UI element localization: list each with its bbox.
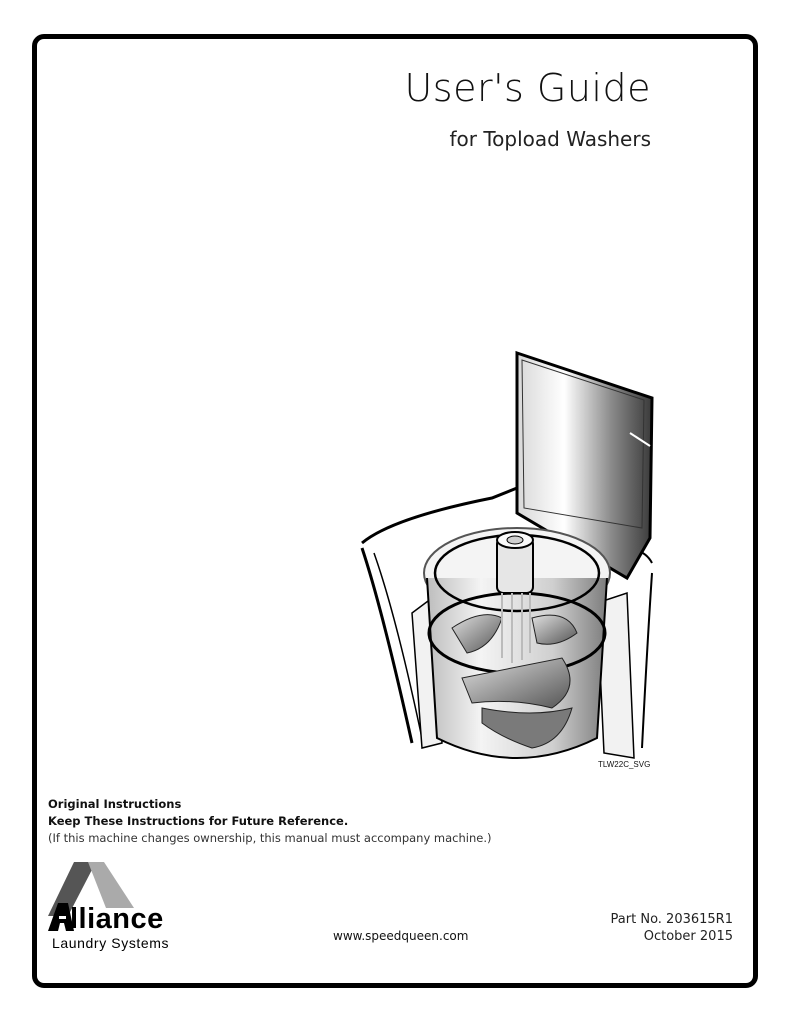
page-subtitle: for Topload Washers [449,127,651,151]
logo-subtitle: Laundry Systems [52,935,170,951]
instructions-notice: Original Instructions Keep These Instruc… [48,796,492,847]
figure-code: TLW22C_SVG [598,760,651,769]
logo-roof-icon [48,862,134,916]
washer-illustration [360,350,654,759]
website-link[interactable]: www.speedqueen.com [333,929,469,943]
publication-date: October 2015 [643,929,733,944]
logo-wordmark: lliance [70,903,164,935]
page-title: User's Guide [404,66,651,110]
original-instructions-label: Original Instructions [48,797,182,811]
alliance-logo: lliance Laundry Systems [48,858,208,953]
keep-instructions-label: Keep These Instructions for Future Refer… [48,814,349,828]
part-info: Part No. 203615R1 October 2015 [611,911,733,945]
ownership-notice: (If this machine changes ownership, this… [48,831,492,845]
page-border [32,34,758,988]
part-number: Part No. 203615R1 [610,912,733,927]
logo-initial-icon [48,903,74,931]
